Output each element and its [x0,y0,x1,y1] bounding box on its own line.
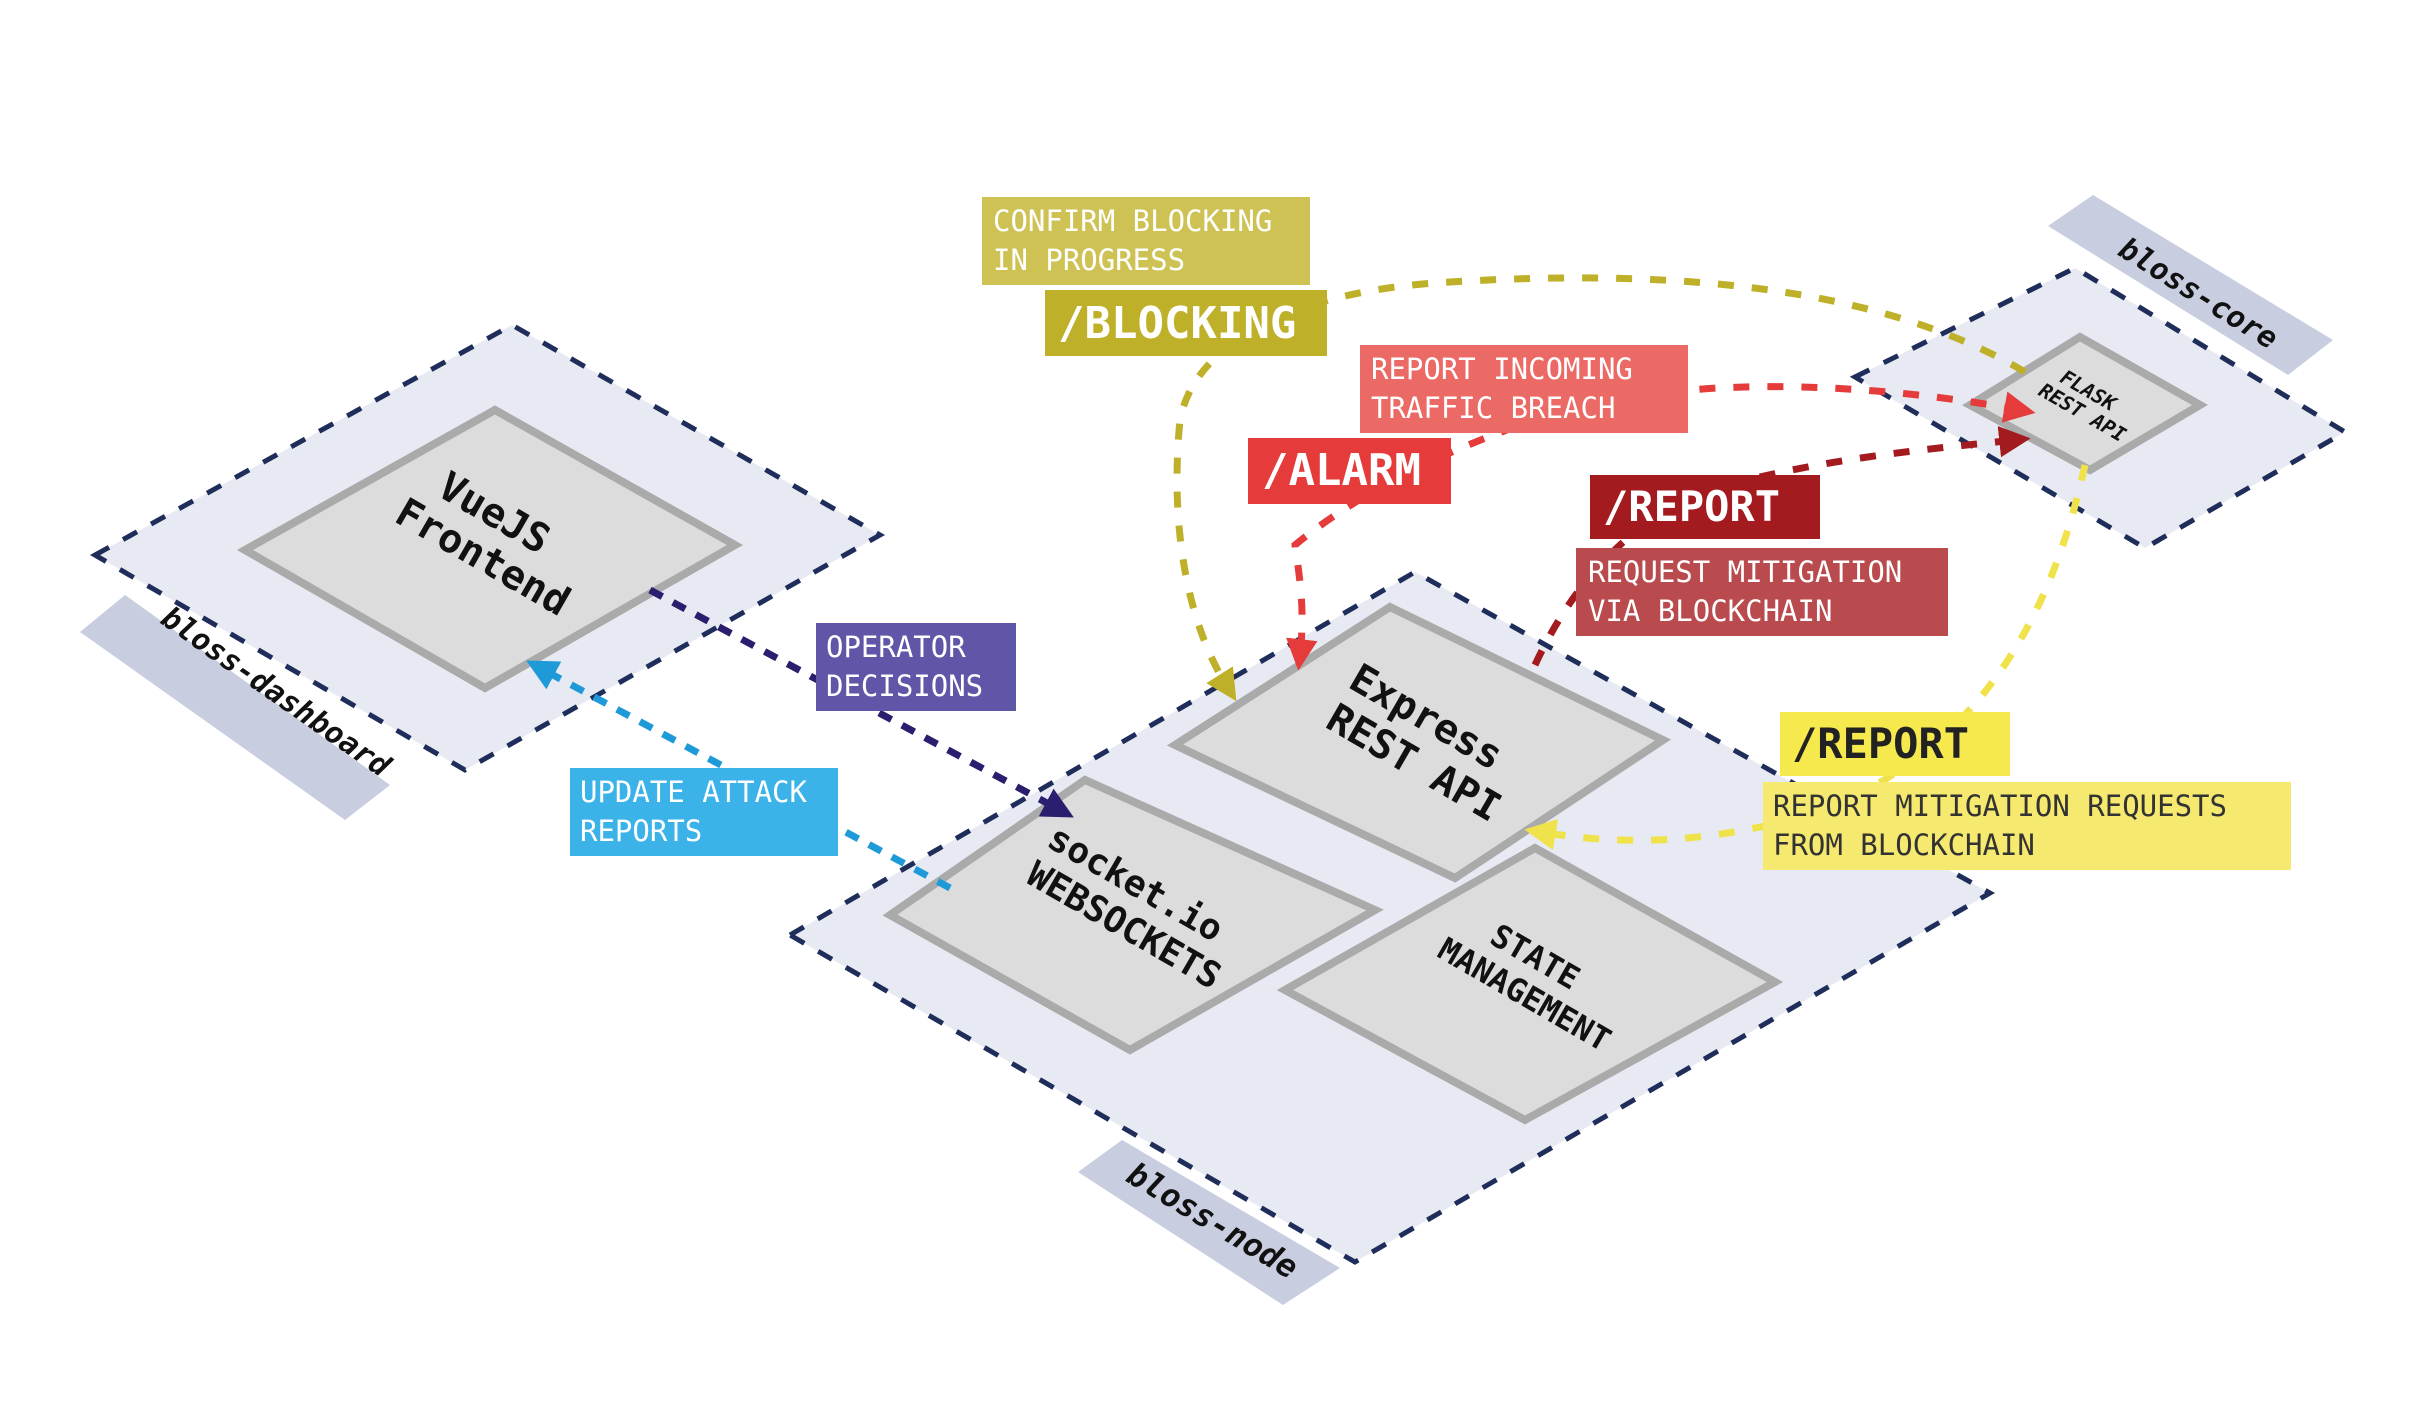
report-breach-box [1360,345,1688,433]
state-management-box[interactable] [1276,843,1784,1125]
operator-decisions-box [816,623,1016,711]
report-endpoint-dark-label: /REPORT [1603,482,1780,531]
confirm-blocking-text: CONFIRM BLOCKING IN PROGRESS [993,204,1290,277]
report-mitigation-text: REPORT MITIGATION REQUESTS FROM BLOCKCHA… [1773,789,2244,862]
core-tab [2048,195,2333,375]
request-mitigation-box [1576,548,1948,636]
socketio-websockets-box[interactable] [882,775,1384,1055]
alarm-endpoint-label: /ALARM [1262,445,1421,496]
alarm-endpoint-box [1248,438,1451,504]
core-platform-border [1849,265,2350,551]
request-mitigation-text: REQUEST MITIGATION VIA BLOCKCHAIN [1588,555,1920,628]
report-mitigation-box [1763,782,2291,870]
zone-node: bloss-node Express REST API socket.io WE… [785,569,1996,1305]
report-breach-text: REPORT INCOMING TRAFFIC BREACH [1371,352,1650,425]
flask-rest-api-box[interactable] [1962,332,2208,475]
dashboard-platform-border [89,322,886,773]
report-endpoint-dark-box [1590,475,1820,539]
callouts: CONFIRM BLOCKING IN PROGRESS /BLOCKING R… [570,197,2291,870]
alarm-arrow [1286,383,2036,671]
report-endpoint-yellow-box [1780,712,2010,776]
report-endpoint-yellow-label: /REPORT [1792,719,1969,768]
vuejs-frontend-box[interactable] [236,405,744,693]
blocking-endpoint-label: /BLOCKING [1058,298,1296,349]
zone-dashboard: bloss-dashboard VueJS Frontend [80,322,886,820]
node-tab [1078,1140,1340,1305]
update-attack-text: UPDATE ATTACK REPORTS [580,775,824,848]
operator-decisions-text: OPERATOR DECISIONS [826,630,983,703]
node-platform [790,572,1990,1262]
update-attack-box [570,768,838,856]
blocking-endpoint-box [1045,290,1327,356]
confirm-blocking-box [982,197,1310,285]
zone-core: bloss-core FLASK REST API [1849,195,2350,551]
dashboard-tab [80,595,390,820]
blocking-arrow [1173,274,2027,702]
